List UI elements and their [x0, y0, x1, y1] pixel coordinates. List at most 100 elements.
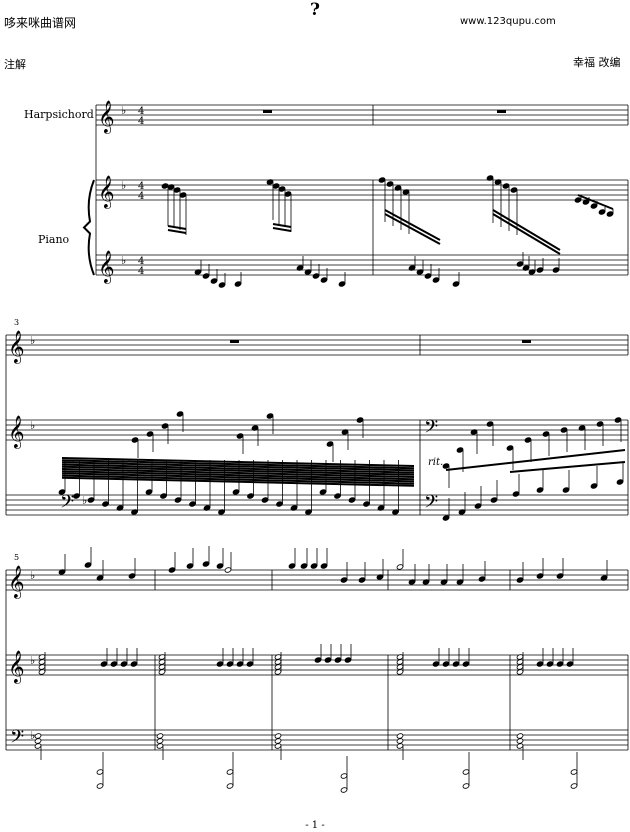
note-head [358, 577, 366, 583]
flat-key-signature: ♭ [82, 494, 87, 507]
note-head [596, 421, 604, 427]
note-head [102, 501, 109, 507]
note-head [546, 661, 554, 667]
note-head [334, 493, 341, 499]
measure-number-5: 5 [14, 553, 20, 562]
bass-clef: 𝄢 [10, 727, 24, 752]
note-head [348, 497, 356, 503]
note-head [340, 773, 348, 779]
flat-key-signature: ♭ [30, 334, 35, 347]
note-head [288, 563, 296, 569]
note-beam [167, 225, 187, 230]
note-head [247, 493, 254, 499]
note-head [442, 463, 450, 469]
flat-key-signature: ♭ [121, 104, 126, 117]
flat-key-signature: ♭ [30, 419, 35, 432]
chord-note [156, 743, 164, 749]
note-head [87, 497, 95, 503]
note-head [578, 425, 586, 431]
flat-key-signature: ♭ [30, 569, 35, 582]
note-head [394, 185, 402, 191]
note-head [363, 501, 370, 507]
note-head [84, 562, 92, 568]
chord-note [396, 733, 404, 739]
note-head [462, 783, 470, 789]
whole-rest [230, 340, 239, 343]
treble-clef: 𝄞 [98, 250, 115, 284]
treble-clef: 𝄞 [8, 330, 25, 364]
note-head [442, 515, 450, 521]
note-head [236, 661, 244, 667]
note-head [310, 563, 318, 569]
note-head [284, 191, 292, 197]
note-beam [577, 194, 614, 210]
note-head [570, 769, 578, 775]
note-head [344, 657, 352, 663]
note-head [474, 503, 482, 509]
note-head [226, 661, 234, 667]
note-head [189, 501, 196, 507]
note-head [236, 433, 244, 439]
note-head [606, 211, 614, 217]
treble-clef: 𝄞 [8, 565, 25, 599]
annotation-label: 注解 [4, 58, 26, 71]
note-head [110, 661, 118, 667]
note-head [536, 573, 544, 579]
note-beam [384, 213, 441, 245]
page-number: - 1 - [305, 820, 325, 831]
note-beam [272, 227, 292, 232]
note-head [251, 425, 259, 431]
note-beam [272, 223, 292, 228]
site-name: 哆来咪曲谱网 [4, 16, 77, 30]
chord-note [274, 738, 282, 744]
chord-note [396, 738, 404, 744]
note-head [486, 421, 494, 427]
note-head [340, 577, 348, 583]
note-head [402, 189, 410, 195]
note-head [456, 447, 464, 453]
note-head [314, 657, 322, 663]
note-head [560, 427, 568, 433]
note-head [432, 661, 440, 667]
note-head [452, 661, 460, 667]
note-head [312, 273, 320, 279]
chord-note [274, 743, 282, 749]
time-signature-top: 4 [138, 106, 144, 117]
note-head [174, 497, 182, 503]
note-head [324, 657, 332, 663]
note-beam [492, 209, 561, 251]
chord-note [274, 733, 282, 739]
note-head [173, 187, 181, 193]
note-head [616, 479, 624, 485]
flat-key-signature: ♭ [30, 729, 35, 742]
note-head [462, 769, 470, 775]
flat-key-signature: ♭ [121, 179, 126, 192]
note-head [556, 573, 564, 579]
note-head [338, 281, 346, 287]
note-head [146, 431, 154, 437]
note-head [378, 177, 386, 183]
time-signature-bottom: 4 [138, 266, 144, 277]
note-head [556, 661, 564, 667]
note-head [432, 277, 440, 283]
note-head [566, 661, 574, 667]
measure-number-3: 3 [14, 318, 20, 327]
note-head [386, 181, 394, 187]
note-head [128, 573, 136, 579]
treble-clef: 𝄞 [98, 175, 115, 209]
note-beam [384, 209, 441, 241]
note-head [512, 491, 520, 497]
note-head [494, 179, 502, 185]
chord-note [156, 733, 164, 739]
note-head [462, 661, 470, 667]
note-head [614, 417, 622, 423]
treble-clef: 𝄞 [8, 650, 25, 684]
note-head [276, 501, 283, 507]
note-head [176, 411, 184, 417]
note-head [396, 564, 404, 570]
chord-note [396, 743, 404, 749]
note-beam [167, 229, 187, 234]
note-head [506, 445, 514, 451]
note-head [226, 769, 234, 775]
